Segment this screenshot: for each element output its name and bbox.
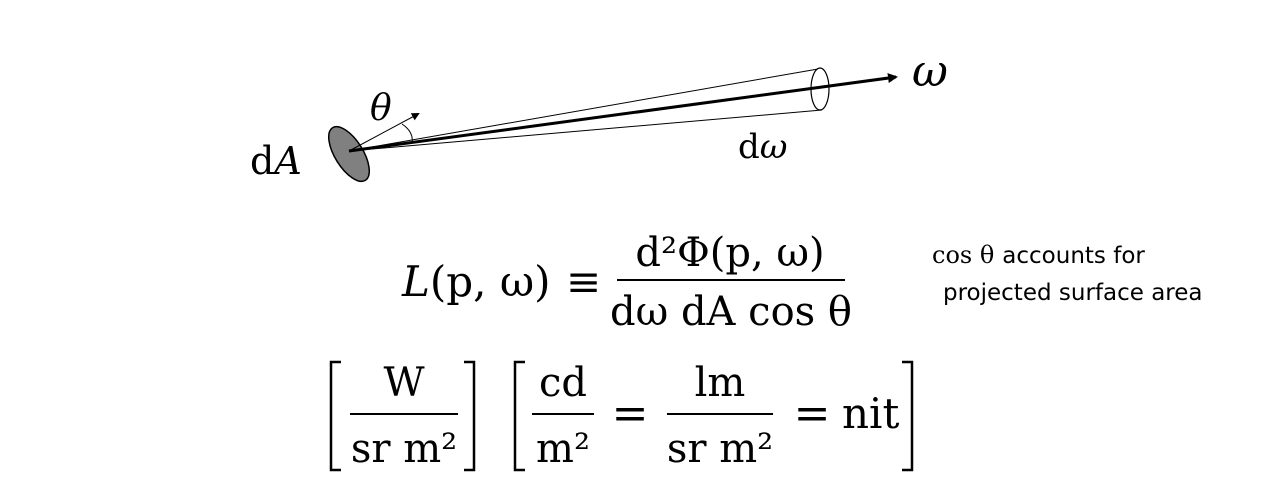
- units-left-denominator: sr m²: [351, 426, 457, 472]
- units-equals-1: =: [612, 388, 649, 439]
- normal-arrow: [348, 113, 420, 152]
- equation-lhs: L(p, ω): [401, 257, 551, 306]
- label-theta: θ: [370, 88, 392, 129]
- note-line2: projected surface area: [943, 280, 1203, 306]
- units-right-bracket-open: [513, 360, 525, 472]
- label-omega: ω: [912, 46, 948, 97]
- surface-patch: [327, 125, 371, 183]
- units-equals-2: =: [794, 388, 831, 439]
- omega-direction-arrow: [348, 73, 898, 153]
- equation-equiv: ≡: [566, 257, 601, 306]
- cone-lower-edge: [348, 109, 823, 152]
- units-left-bracket-open: [329, 360, 341, 472]
- units-frac2-numerator: lm: [695, 360, 746, 406]
- units-left-numerator: W: [383, 360, 424, 406]
- units-nit: nit: [842, 389, 899, 438]
- cone-upper-edge: [348, 68, 819, 152]
- units-right-bracket-close: [902, 360, 914, 472]
- equation-numerator: d²Φ(p, ω): [635, 230, 824, 276]
- units-frac2-denominator: sr m²: [667, 426, 773, 472]
- theta-arc: [401, 123, 413, 144]
- label-dA: dA: [250, 139, 302, 183]
- units-frac1-numerator: cd: [539, 360, 587, 406]
- units-frac1-denominator: m²: [536, 426, 590, 472]
- label-domega: dω: [738, 127, 788, 167]
- units-left-bracket-close: [464, 360, 476, 472]
- equation-denominator: dω dA cos θ: [610, 289, 852, 335]
